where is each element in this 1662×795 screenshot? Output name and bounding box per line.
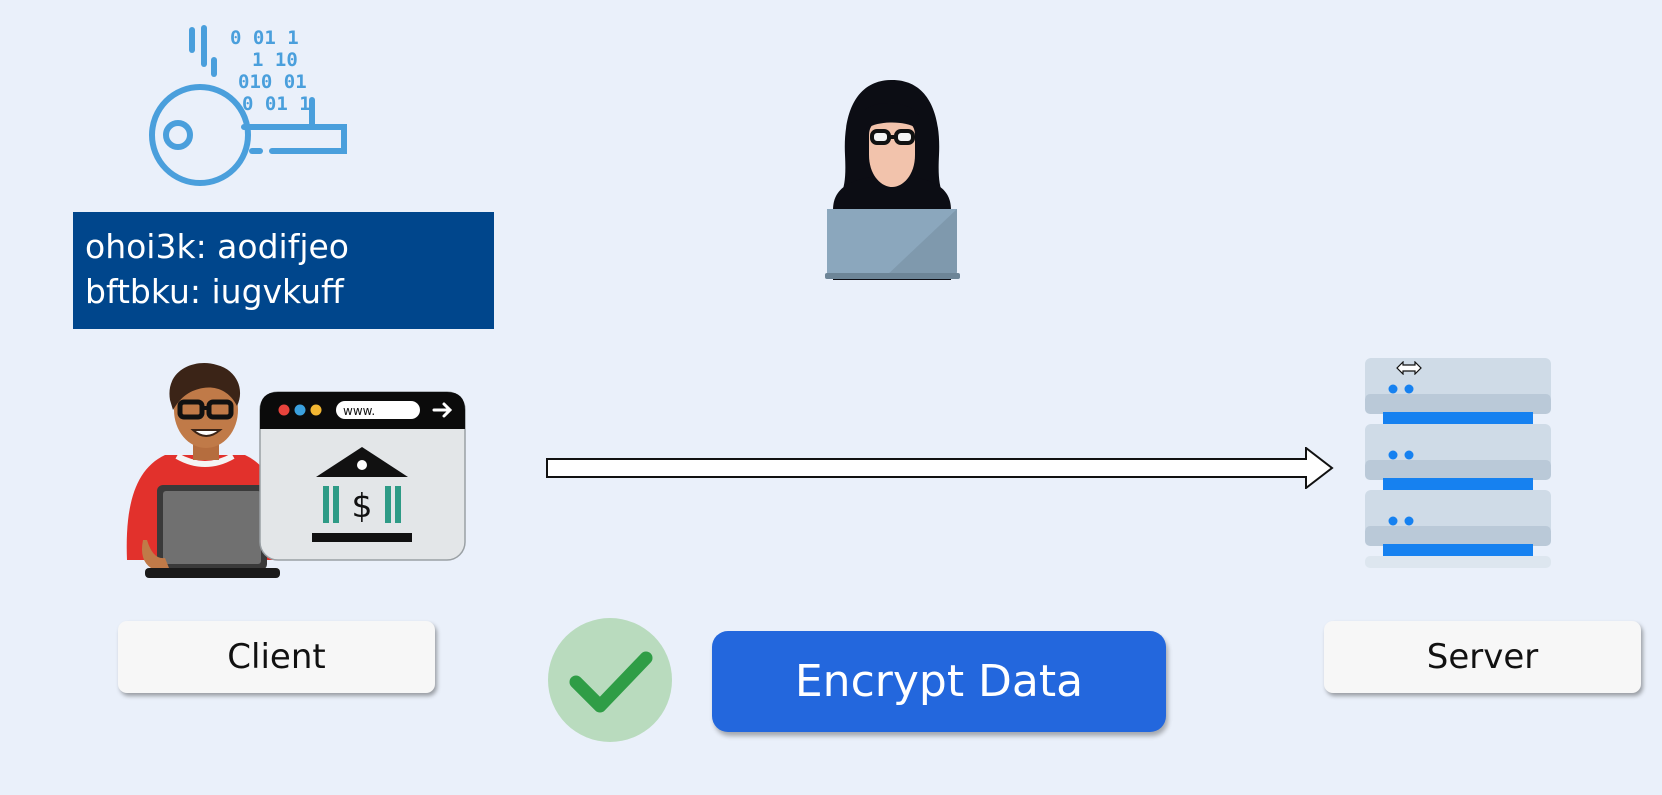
ciphertext-line-2: bftbku: iugvkuff bbox=[85, 272, 344, 311]
resize-cursor-icon bbox=[1396, 361, 1422, 375]
hacker-icon bbox=[825, 80, 960, 280]
binary-row-3: 010 01 bbox=[238, 71, 307, 93]
client-label: Client bbox=[118, 621, 435, 693]
server-icon bbox=[1365, 358, 1551, 568]
checkmark-icon bbox=[569, 651, 653, 713]
svg-text:$: $ bbox=[352, 486, 373, 525]
bank-website-icon: www. $ bbox=[259, 391, 466, 561]
ciphertext-box: ohoi3k: aodifjeo bftbku: iugvkuff bbox=[73, 212, 494, 329]
digital-key-icon: 0 01 1 1 10 010 01 0 01 1 bbox=[149, 25, 347, 186]
server-label: Server bbox=[1324, 621, 1641, 693]
binary-row-2: 1 10 bbox=[252, 49, 298, 71]
data-flow-arrow bbox=[546, 447, 1334, 489]
binary-row-4: 0 01 1 bbox=[242, 93, 311, 115]
browser-url-text: www. bbox=[343, 404, 375, 418]
binary-row-1: 0 01 1 bbox=[230, 27, 299, 49]
client-person-icon bbox=[126, 363, 285, 578]
ciphertext-line-1: ohoi3k: aodifjeo bbox=[85, 227, 349, 266]
encrypt-data-button[interactable]: Encrypt Data bbox=[712, 631, 1166, 732]
check-badge bbox=[548, 618, 672, 742]
